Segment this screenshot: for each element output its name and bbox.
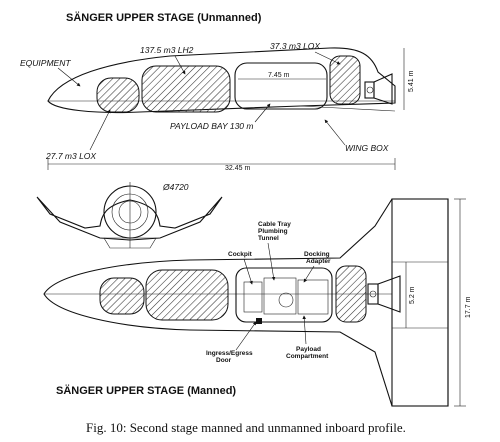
- ingress-label: Ingress/Egress: [206, 350, 253, 357]
- manned-lox-aft-tank: [335, 265, 367, 323]
- wing-box-label: WING BOX: [345, 143, 389, 153]
- tunnel-label: Tunnel: [258, 235, 279, 242]
- lox-forward-label: 27.7 m3 LOX: [45, 151, 96, 161]
- lox-aft-label: 37.3 m3 LOX: [270, 41, 320, 51]
- unmanned-tanks: [96, 55, 361, 113]
- manned-height-label: 5.2 m: [409, 286, 416, 304]
- equipment-label: EQUIPMENT: [20, 58, 71, 68]
- manned-tanks: [99, 265, 367, 323]
- crew-module: [243, 277, 329, 324]
- lh2-label: 137.5 m3 LH2: [140, 45, 194, 55]
- lox-aft-tank: [329, 55, 361, 105]
- door-label: Door: [216, 357, 232, 364]
- manned-lh2-tank: [145, 269, 229, 321]
- lh2-tank: [141, 65, 231, 113]
- front-view: [36, 182, 223, 249]
- unmanned-engine: [364, 73, 393, 105]
- plumbing-label: Plumbing: [258, 228, 288, 235]
- height-label: 5.41 m: [408, 70, 415, 92]
- docking-label: Docking: [304, 251, 330, 258]
- length-label: 32.45 m: [225, 165, 250, 172]
- payload-bay-outline: [234, 62, 328, 110]
- lox-forward-tank: [96, 77, 140, 113]
- payload-bay-label: PAYLOAD BAY 130 m: [170, 121, 253, 131]
- bay-length-label: 7.45 m: [268, 72, 290, 79]
- adapter-label: Adapter: [306, 258, 331, 265]
- compartment-label: Compartment: [286, 353, 329, 360]
- unmanned-title: SÄNGER UPPER STAGE (Unmanned): [66, 11, 262, 24]
- manned-title: SÄNGER UPPER STAGE (Manned): [56, 384, 236, 397]
- span-label: 17.7 m: [465, 296, 472, 318]
- crew-module-outline: [235, 267, 333, 323]
- cockpit-label: Cockpit: [228, 251, 253, 258]
- diameter-label: Ø4720: [162, 182, 189, 192]
- manned-lox-forward-tank: [99, 277, 145, 315]
- cable-tray-label: Cable Tray: [258, 221, 291, 228]
- manned-engine: [367, 275, 401, 313]
- figure-caption: Fig. 10: Second stage manned and unmanne…: [86, 420, 406, 435]
- payload-label: Payload: [296, 346, 321, 353]
